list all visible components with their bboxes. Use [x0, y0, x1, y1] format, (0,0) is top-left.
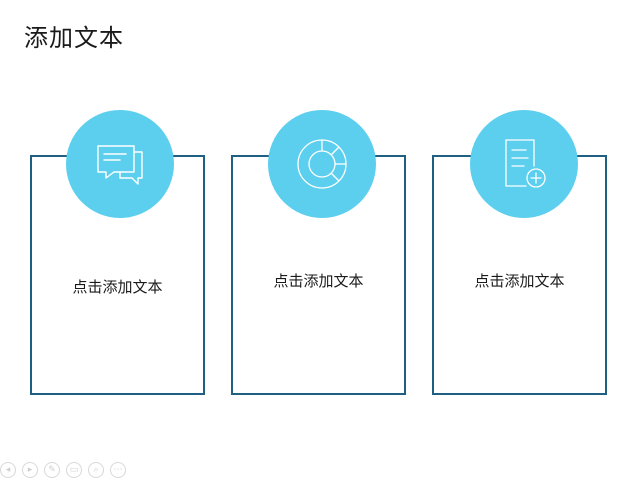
donut-chart-icon: [297, 139, 347, 189]
screen-icon[interactable]: ▭: [66, 462, 82, 478]
presentation-toolbar: ◂ ▸ ✎ ▭ ⌕ ⋯: [0, 462, 126, 480]
card-1-icon-circle: [66, 110, 174, 218]
card-3-icon-circle: [470, 110, 578, 218]
card-1-label[interactable]: 点击添加文本: [72, 278, 163, 296]
card-2-label[interactable]: 点击添加文本: [273, 272, 364, 290]
pen-icon[interactable]: ✎: [44, 462, 60, 478]
card-2-icon-circle: [268, 110, 376, 218]
slide-title[interactable]: 添加文本: [24, 24, 124, 52]
next-icon[interactable]: ▸: [22, 462, 38, 478]
zoom-icon[interactable]: ⌕: [88, 462, 104, 478]
card-3-label[interactable]: 点击添加文本: [474, 272, 565, 290]
document-add-icon: [505, 139, 546, 188]
more-icon[interactable]: ⋯: [110, 462, 126, 478]
previous-icon[interactable]: ◂: [0, 462, 16, 478]
speech-bubbles-icon: [97, 145, 143, 185]
